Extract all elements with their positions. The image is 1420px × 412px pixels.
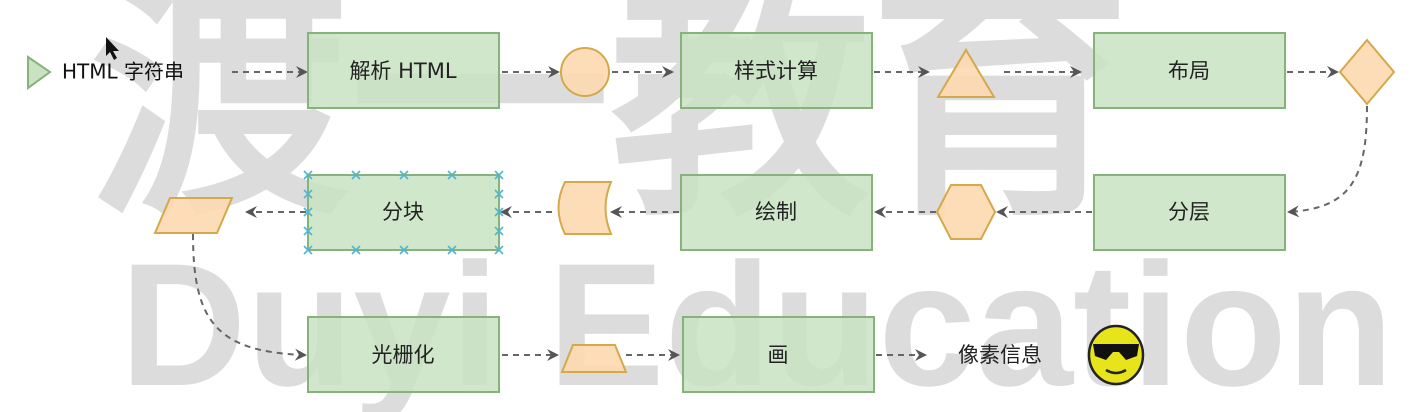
selection-handle[interactable] — [494, 189, 504, 199]
parallelogram-shape[interactable] — [153, 197, 234, 234]
circle-shape[interactable] — [560, 47, 610, 97]
selection-handle[interactable] — [494, 207, 504, 217]
mouse-cursor-icon — [106, 37, 119, 60]
selection-handle[interactable] — [303, 207, 313, 217]
step-layout[interactable]: 布局 — [1093, 32, 1286, 109]
step-tiling[interactable]: 分块 — [303, 170, 504, 255]
selection-handle[interactable] — [303, 245, 313, 255]
start-triangle-icon — [27, 55, 52, 90]
step-raster[interactable]: 光栅化 — [307, 316, 500, 393]
step-label: 绘制 — [755, 200, 797, 224]
sunglasses-smiley-icon — [1087, 324, 1145, 386]
start-label: HTML 字符串 — [62, 60, 184, 84]
step-style-calc[interactable]: 样式计算 — [680, 32, 873, 109]
step-label: 解析 HTML — [349, 59, 456, 83]
step-label: 分块 — [382, 200, 424, 224]
triangle-shape[interactable] — [936, 48, 996, 98]
step-paint[interactable]: 绘制 — [680, 174, 873, 251]
step-layer[interactable]: 分层 — [1093, 174, 1286, 251]
step-label: 布局 — [1168, 59, 1210, 83]
stored-data-shape[interactable] — [557, 181, 613, 235]
selection-handle[interactable] — [399, 245, 409, 255]
hexagon-shape[interactable] — [935, 184, 997, 240]
step-draw[interactable]: 画 — [682, 316, 875, 393]
selection-handle[interactable] — [494, 245, 504, 255]
selection-handles[interactable] — [303, 170, 504, 255]
edge — [1287, 105, 1368, 218]
step-label: 分层 — [1168, 200, 1210, 224]
step-label: 光栅化 — [372, 343, 435, 367]
selection-handle[interactable] — [351, 170, 361, 180]
selection-handle[interactable] — [303, 189, 313, 199]
selection-handle[interactable] — [351, 245, 361, 255]
selection-handle[interactable] — [447, 170, 457, 180]
selection-handle[interactable] — [303, 226, 313, 236]
diamond-shape[interactable] — [1338, 38, 1396, 106]
step-label: 画 — [768, 343, 789, 367]
selection-handle[interactable] — [494, 226, 504, 236]
selection-handle[interactable] — [494, 170, 504, 180]
selection-handle[interactable] — [447, 245, 457, 255]
selection-handle[interactable] — [303, 170, 313, 180]
end-label: 像素信息 — [958, 343, 1042, 367]
step-label: 样式计算 — [734, 59, 818, 83]
trapezoid-shape[interactable] — [560, 344, 628, 373]
selection-handle[interactable] — [399, 170, 409, 180]
step-parse-html[interactable]: 解析 HTML — [307, 32, 500, 109]
